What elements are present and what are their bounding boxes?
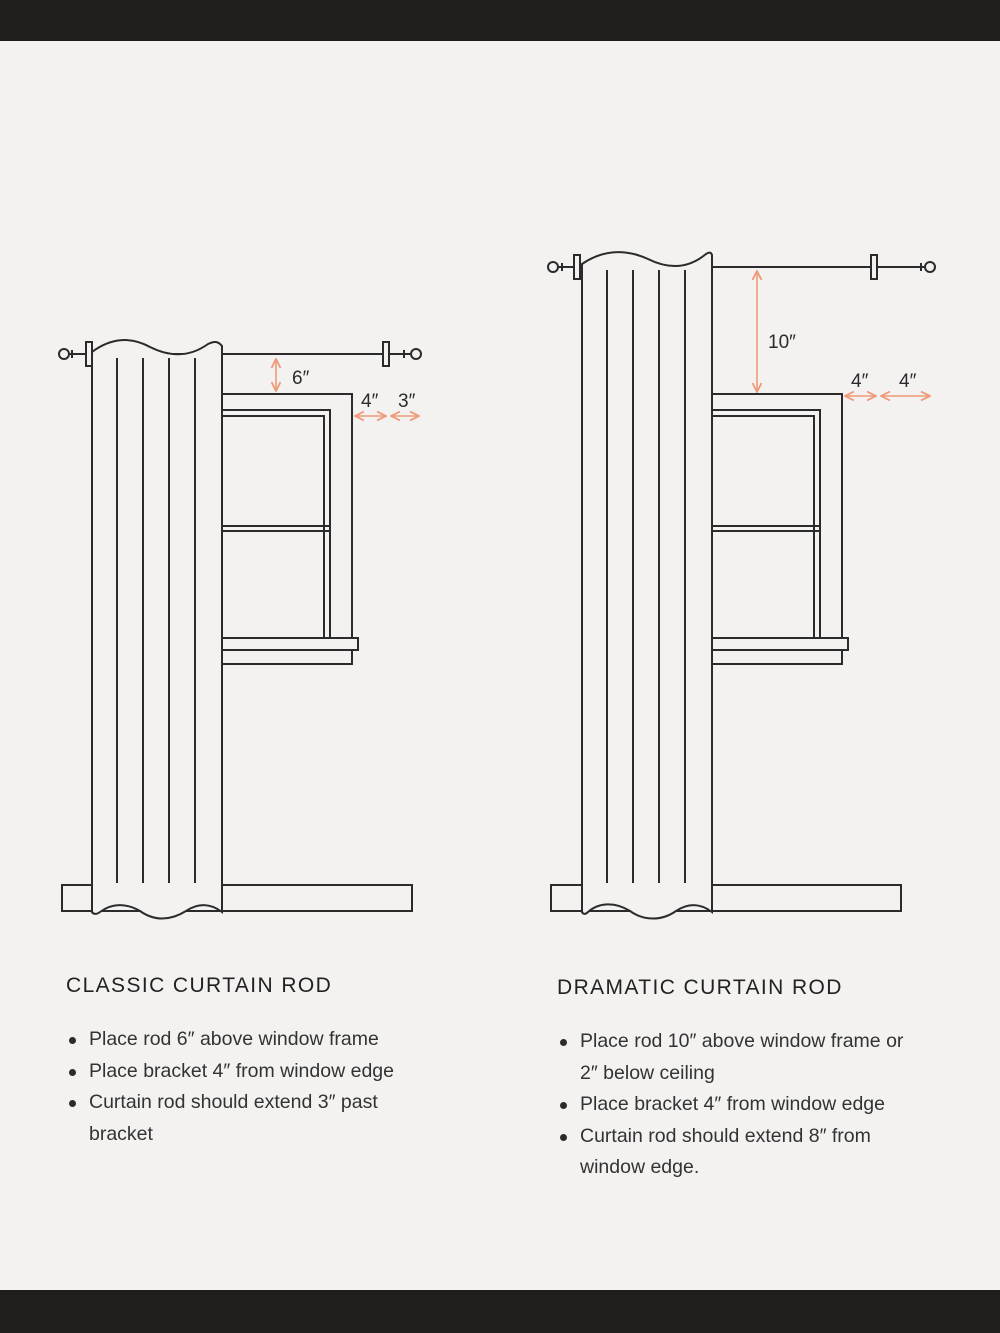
classic-window — [221, 393, 359, 665]
classic-bullets: Place rod 6″ above window frame Place br… — [66, 1024, 476, 1150]
dramatic-bullet-3: Curtain rod should extend 8″ from window… — [557, 1121, 910, 1184]
classic-curtain — [91, 339, 223, 920]
dramatic-bullet-2: Place bracket 4″ from window edge — [557, 1089, 957, 1121]
classic-panel: CLASSIC CURTAIN ROD Place rod 6″ above w… — [66, 972, 476, 1150]
curtain-rod-diagrams: 6″ 4″ 3″ — [58, 251, 936, 920]
dramatic-dimensions — [757, 271, 930, 396]
dramatic-diagram — [547, 251, 936, 920]
top-bar — [0, 0, 1000, 41]
dramatic-bullet-1: Place rod 10″ above window frame or 2″ b… — [557, 1026, 925, 1089]
classic-bullet-1: Place rod 6″ above window frame — [66, 1024, 476, 1056]
classic-diagram — [58, 339, 422, 920]
dramatic-panel: DRAMATIC CURTAIN ROD Place rod 10″ above… — [557, 974, 957, 1184]
classic-dimensions — [276, 359, 419, 416]
classic-dim-above-label: 6″ — [292, 368, 310, 389]
bottom-bar — [0, 1290, 1000, 1333]
dramatic-dim-bracket-label: 4″ — [851, 371, 869, 392]
classic-title: CLASSIC CURTAIN ROD — [66, 974, 333, 997]
dramatic-title: DRAMATIC CURTAIN ROD — [557, 976, 843, 999]
dramatic-window — [711, 393, 849, 665]
dramatic-bullets: Place rod 10″ above window frame or 2″ b… — [557, 1026, 957, 1184]
classic-bullet-2: Place bracket 4″ from window edge — [66, 1056, 476, 1088]
classic-bullet-3: Curtain rod should extend 3″ past bracke… — [66, 1087, 409, 1150]
dramatic-dim-above-label: 10″ — [768, 332, 796, 353]
classic-dim-bracket-label: 4″ — [361, 391, 379, 412]
classic-dim-extend-label: 3″ — [398, 391, 416, 412]
dramatic-dim-extend-label: 4″ — [899, 371, 917, 392]
dramatic-curtain — [581, 251, 713, 920]
